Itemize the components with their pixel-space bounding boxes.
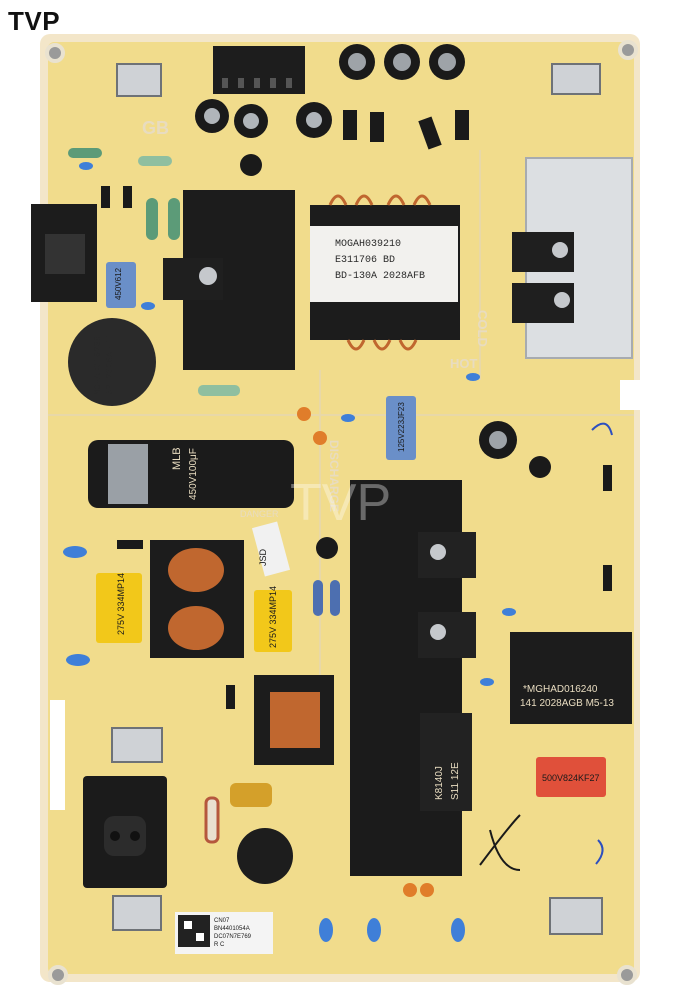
small-electrolytic-caps [195, 44, 551, 559]
qr-code [178, 915, 210, 947]
metal-clips [111, 63, 603, 935]
ic-regulator-line2: S11 12E [450, 762, 461, 800]
transformer-main-line2: E311706 BD [335, 255, 395, 266]
ic-regulator [420, 713, 472, 811]
mount-hole [45, 43, 65, 63]
sticker-line4: R C [214, 942, 225, 948]
sticker-line3: DC07N7E769 [214, 934, 252, 940]
sticker-line1: CN07 [214, 918, 230, 924]
cap-yellow-1-label: 275V 334MP14 [116, 573, 126, 635]
cap-yellow-2 [254, 590, 292, 652]
pcb-cutout [620, 380, 640, 410]
cap-red-label: 500V824KF27 [542, 773, 600, 783]
silk-danger: DANGER [240, 509, 279, 519]
cap-red [536, 757, 606, 797]
sticker-line2: BN4401054A [214, 926, 250, 932]
warning-sticker [251, 521, 291, 577]
ic-regulator-line1: K8140J [434, 766, 445, 800]
bulk-capacitor-end [108, 444, 148, 504]
transformer-small [510, 632, 632, 724]
transformer-main-line3: BD-130A 2028AFB [335, 271, 425, 282]
silkscreen-traces [48, 150, 634, 700]
inductor-round-line2: 02 2028AFTE [105, 336, 115, 395]
bulk-capacitor-brand: MLB [171, 447, 183, 470]
ceramic-caps-blue [63, 162, 516, 942]
pcb-cutout [50, 700, 65, 810]
inductor-round-line1: MOHADO16299 [93, 336, 103, 395]
transformer-main-line1: MOGAH039210 [335, 239, 401, 250]
cap-blue-450v-label: 450V612 [114, 267, 123, 300]
silk-cold: COLD [475, 310, 490, 347]
ceramic-caps-orange [297, 407, 434, 897]
cap-blue-450v [106, 262, 136, 308]
transformer-small-line2: 141 2028AGB M5-13 [520, 698, 614, 709]
cap-yellow-1 [96, 573, 142, 643]
inductor-round [68, 318, 156, 406]
warning-sticker-text: JSD [258, 548, 268, 566]
connector-pins [222, 78, 292, 88]
cap-blue-film [386, 396, 416, 460]
fuse-holder [230, 783, 272, 807]
mount-hole [618, 40, 638, 60]
silk-hot: HOT [450, 356, 478, 371]
transistor-center-2 [418, 612, 476, 658]
transformer-main-label-bg [310, 226, 458, 302]
handwritten-mark [479, 814, 521, 871]
copper-leads [328, 194, 432, 351]
cap-blue-film-label: 125V223JF23 [397, 402, 406, 452]
mount-hole [48, 965, 68, 985]
connector-left-slot [45, 234, 85, 274]
diodes [101, 110, 612, 709]
handwritten-mark [591, 422, 613, 436]
transistor-center-1 [418, 532, 476, 578]
transformer-small-line1: *MGHAD016240 [523, 684, 598, 695]
bulk-capacitor-rating: 450V100μF [188, 448, 199, 500]
silk-gb: GB [142, 118, 169, 138]
watermark-tvp: TVP [290, 474, 391, 532]
varistor [237, 828, 293, 884]
resistors [68, 148, 340, 844]
mount-hole [617, 965, 637, 985]
silk-discharge: DISCHARGE [327, 440, 341, 512]
cap-yellow-2-label: 275V 334MP14 [268, 586, 278, 648]
handwritten-mark [595, 839, 604, 865]
watermark-brand: TVP [8, 6, 61, 36]
